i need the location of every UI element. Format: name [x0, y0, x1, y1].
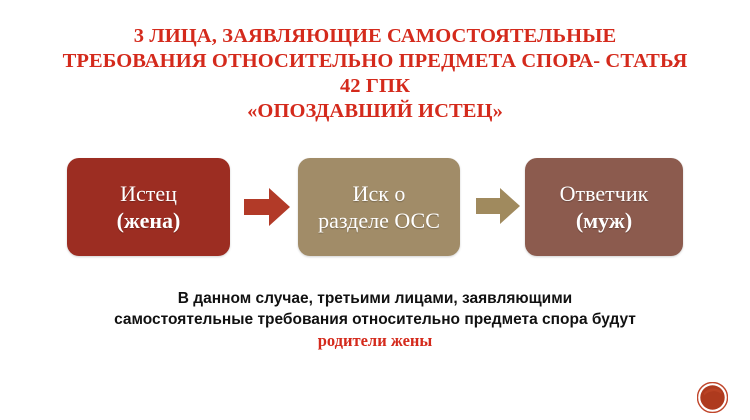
red-circle-badge-icon	[696, 381, 729, 414]
flow-box-claim-line1: Иск о	[352, 181, 406, 206]
title-line-3: 42 ГПК	[339, 75, 411, 97]
title-line-4: «ОПОЗДАВШИЙ ИСТЕЦ»	[247, 100, 503, 122]
flow-box-plaintiff-line2: (жена)	[116, 208, 181, 233]
title-line-1: 3 ЛИЦА, ЗАЯВЛЯЮЩИЕ САМОСТОЯТЕЛЬНЫЕ	[133, 25, 617, 47]
flow-box-plaintiff-line1: Истец	[120, 181, 177, 206]
flow-box-defendant: Ответчик (муж)	[525, 158, 683, 256]
flow-box-plaintiff: Истец (жена)	[67, 158, 230, 256]
caption-line-2: самостоятельные требования относительно …	[114, 311, 636, 328]
arrow-right-icon	[476, 188, 520, 224]
arrow-right-icon	[244, 188, 290, 226]
caption-line-1: В данном случае, третьими лицами, заявля…	[177, 290, 573, 307]
flow-box-defendant-line2: (муж)	[575, 208, 633, 233]
flow-box-claim: Иск о разделе ОСС	[298, 158, 460, 256]
flow-box-defendant-line1: Ответчик	[559, 181, 649, 206]
slide-title: 3 ЛИЦА, ЗАЯВЛЯЮЩИЕ САМОСТОЯТЕЛЬНЫЕ ТРЕБО…	[0, 24, 750, 124]
flow-box-claim-line2: разделе ОСС	[318, 208, 440, 233]
caption-accent-line: родители жены	[317, 331, 433, 350]
title-line-2: ТРЕБОВАНИЯ ОТНОСИТЕЛЬНО ПРЕДМЕТА СПОРА- …	[62, 50, 688, 72]
process-flow-diagram: Истец (жена) Иск о разделе ОСС Ответчик …	[0, 158, 750, 256]
slide-caption: В данном случае, третьими лицами, заявля…	[0, 288, 750, 351]
